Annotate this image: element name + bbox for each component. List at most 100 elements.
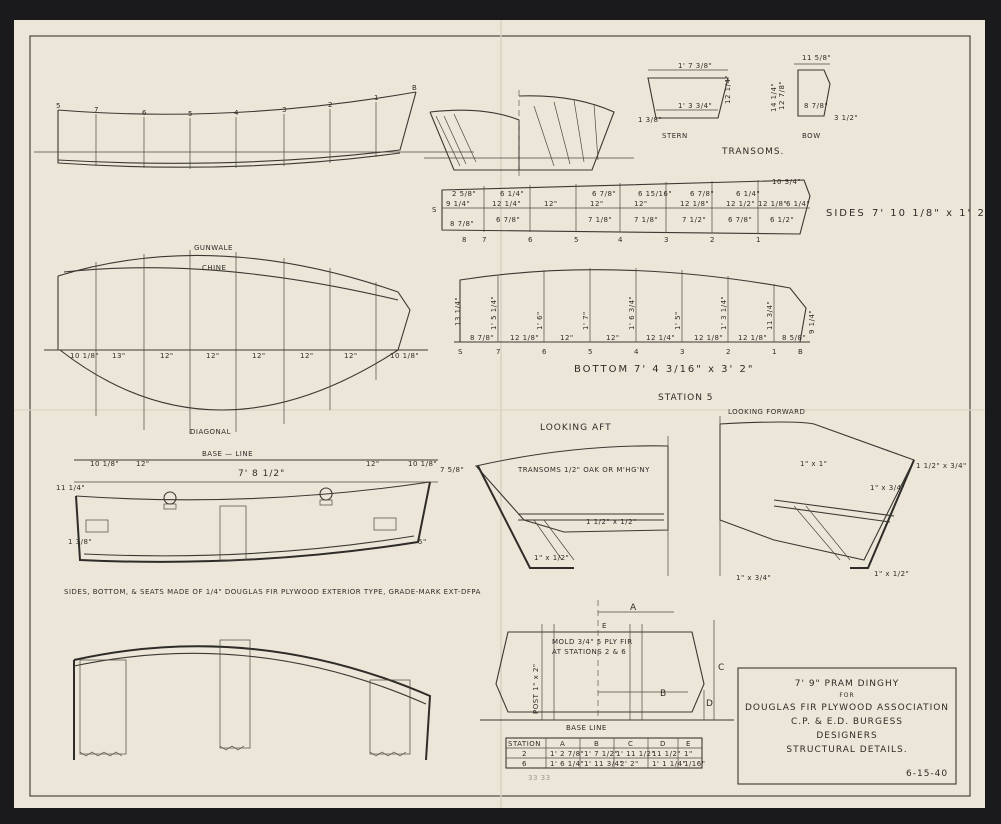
elevation-sheer (75, 481, 431, 501)
sides-mid-dim: 6 1/4" (786, 200, 810, 208)
sides-mid-dim: 12 1/8" (680, 200, 709, 208)
elevation-base-line: BASE — LINE (202, 450, 253, 458)
body-plan-aft (429, 109, 520, 171)
sides-station: 8 (462, 236, 467, 244)
mold-a-label: A (630, 603, 637, 613)
profile-station-label: B (412, 84, 417, 92)
sides-top-dim: 10 3/4" (772, 178, 801, 186)
profile-station-label: 6 (142, 109, 147, 117)
bow-top-dim: 11 5/8" (802, 54, 831, 62)
sides-mid-dim: 12" (634, 200, 648, 208)
table-header: B (594, 740, 599, 748)
bottom-height: 1' 6 3/4" (628, 296, 636, 330)
table-header: D (660, 740, 666, 748)
sides-top-dim: 6 7/8" (592, 190, 616, 198)
bottom-height: 1' 6" (536, 311, 544, 330)
bottom-label: BOTTOM (574, 364, 629, 375)
title-line6: STRUCTURAL DETAILS. (786, 745, 907, 755)
sides-top-dim: 6 1/4" (500, 190, 524, 198)
sides-layout: 2 5/8" 6 1/4" 6 7/8" 6 15/16" 6 7/8" 6 1… (432, 178, 985, 244)
plan-chine-label: CHINE (202, 264, 226, 272)
table-cell: 6 (522, 760, 527, 768)
fwd-frame-dim2: 1" x 3/4" (870, 484, 905, 492)
bow-transom-shape (797, 69, 831, 117)
elevation-dim: 12" (136, 460, 150, 468)
table-cell: 1' 7 1/2" (584, 750, 618, 758)
table-cell: 11 1/2" (652, 750, 681, 758)
table-cell: 1" (684, 750, 693, 758)
plan-dim: 12" (160, 352, 174, 360)
profile-station-label: 5 (56, 102, 61, 110)
table-cell: 1' 11 1/2" (616, 750, 655, 758)
looking-forward-label: LOOKING FORWARD (728, 408, 805, 416)
plan-chine (63, 267, 399, 301)
aft-seat (518, 513, 664, 521)
sides-outline (441, 179, 811, 235)
bottom-station: S (458, 348, 463, 356)
plan-gunwale-label: GUNWALE (194, 244, 233, 252)
title-line1: 7' 9" PRAM DINGHY (795, 679, 899, 689)
cutaway-inwale (73, 652, 427, 705)
plan-dim: 12" (252, 352, 266, 360)
cutaway-fwd-seat (369, 679, 411, 755)
elevation-height: 7 5/8" (440, 466, 464, 474)
profile-sheer (57, 91, 417, 115)
title-line5: DESIGNERS (816, 731, 877, 741)
mold-b-label: B (660, 689, 667, 699)
sides-station: 1 (756, 236, 761, 244)
table-cell: 1' 11 3/4" (584, 760, 623, 768)
plan-dim: 10 1/8" (390, 352, 419, 360)
plan-dim: 12" (300, 352, 314, 360)
sides-bot-dim: 6 1/2" (770, 216, 794, 224)
sides-mid-dim: 9 1/4" (446, 200, 470, 208)
sides-station: S (432, 206, 437, 214)
elevation-dim: 12" (366, 460, 380, 468)
bottom-station: 1 (772, 348, 777, 356)
stern-side-dim: 1 3/8" (638, 116, 662, 124)
bow-label: BOW (802, 132, 821, 140)
aft-frame-dim: 1 1/2" x 1/2" (586, 518, 637, 526)
table-cell: 2 (522, 750, 527, 758)
sides-bot-dim: 8 7/8" (450, 220, 474, 228)
bottom-layout: 13 1/4" 1' 5 1/4" 1' 6" 1' 7" 1' 6 3/4" … (454, 268, 816, 375)
mold-outline (495, 631, 705, 713)
aft-frame-dim2: 1" x 1/2" (534, 554, 569, 562)
stern-bottom-dim: 1' 3 3/4" (678, 102, 712, 110)
bottom-station: 6 (542, 348, 547, 356)
profile-station-label: 1 (374, 94, 379, 102)
table-cell: 1' 2 7/8" (550, 750, 584, 758)
table-frame (505, 737, 703, 769)
looking-aft-label: LOOKING AFT (540, 423, 612, 433)
bottom-height: 1' 7" (582, 311, 590, 330)
bottom-dim: 12 1/8" (694, 334, 723, 342)
bottom-height: 13 1/4" (454, 297, 462, 326)
title-block-frame (737, 667, 957, 785)
sides-top-dim: 6 1/4" (736, 190, 760, 198)
sides-station: 2 (710, 236, 715, 244)
sides-mid-dim: 12 1/2" (726, 200, 755, 208)
title-line3: DOUGLAS FIR PLYWOOD ASSOCIATION (745, 703, 949, 713)
bottom-height: 1' 5 1/4" (490, 296, 498, 330)
plan-view: GUNWALE CHINE DIAGONAL 10 1/8" 13" 12" 1… (44, 244, 428, 436)
sides-station: 3 (664, 236, 669, 244)
profile-station-label: 2 (328, 101, 333, 109)
sides-station: 7 (482, 236, 487, 244)
fwd-frame (850, 459, 915, 569)
sides-label: SIDES (826, 208, 866, 219)
pencil-note: 33 33 (528, 774, 551, 782)
station5-views: STATION 5 LOOKING AFT LOOKING FORWARD TR… (474, 393, 966, 582)
bottom-dim: 12 1/8" (738, 334, 767, 342)
sides-size: 7' 10 1/8" x 1' 2 7/8" (872, 208, 985, 219)
sides-top-dim: 6 15/16" (638, 190, 672, 198)
drawing-canvas: 5 7 6 5 4 3 2 1 B GUNWALE CHINE DIAGONAL… (14, 20, 985, 808)
plan-diagonal-label: DIAGONAL (190, 428, 231, 436)
bottom-size: 7' 4 3/16" x 3' 2" (634, 364, 754, 375)
mold-d-label: D (706, 699, 714, 709)
fwd-outline (719, 421, 915, 561)
plan-dim: 10 1/8" (70, 352, 99, 360)
bottom-dim: 12" (606, 334, 620, 342)
bottom-dim: 12 1/8" (510, 334, 539, 342)
table-cell: 1' 6 1/4" (550, 760, 584, 768)
bottom-dim: 8 7/8" (470, 334, 494, 342)
mold-note1: MOLD 3/4" 5 PLY FIR (552, 638, 633, 646)
